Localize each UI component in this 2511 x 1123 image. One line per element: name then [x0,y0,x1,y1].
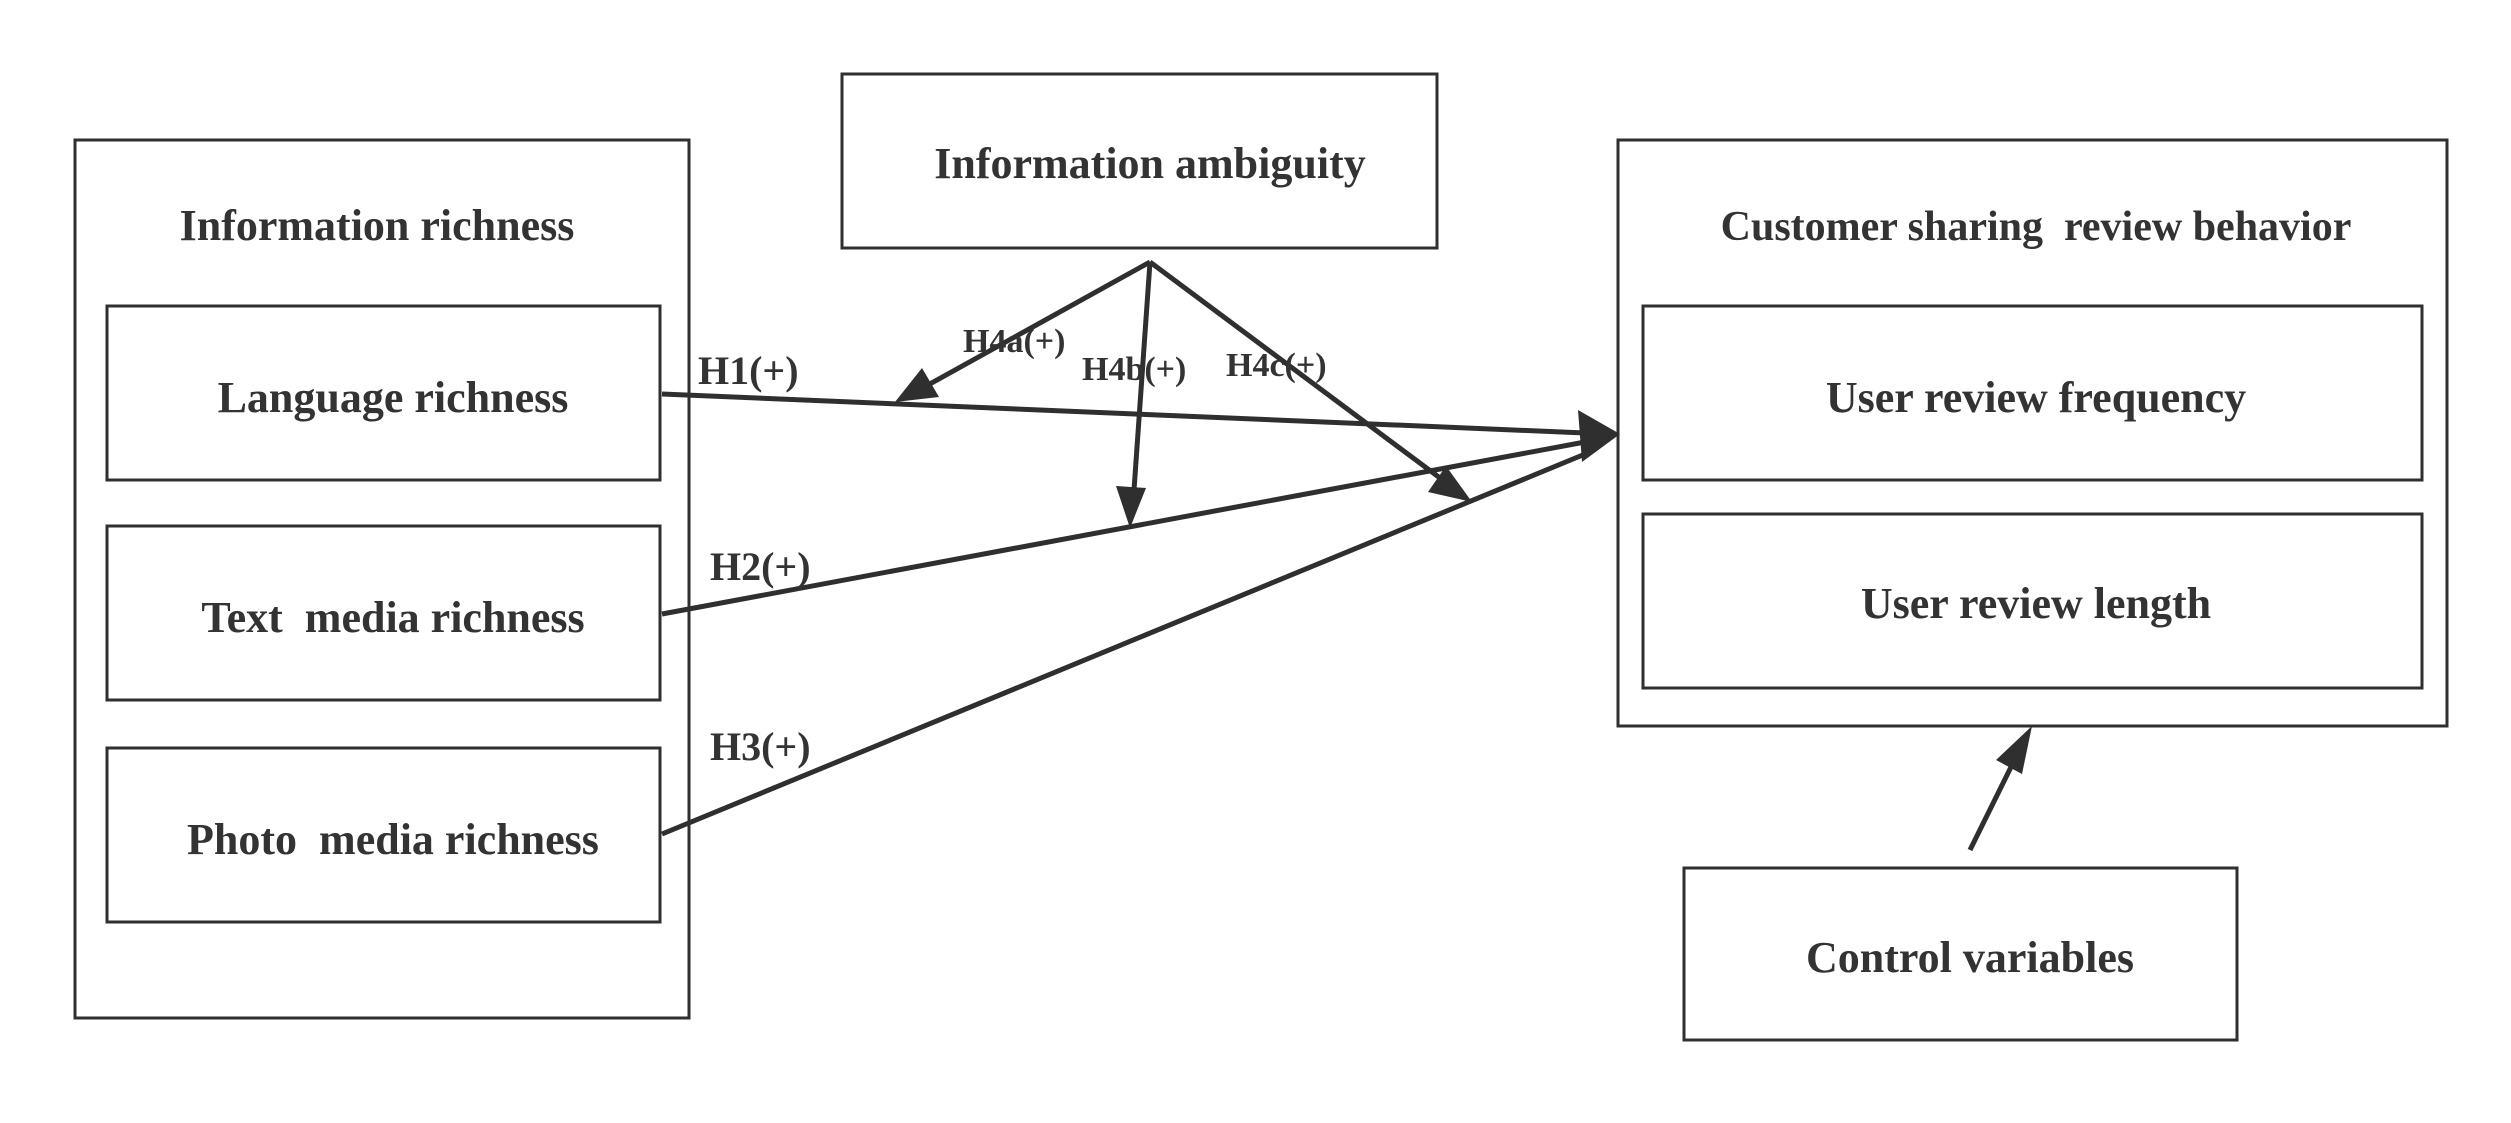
information-ambiguity-title: Information ambiguity [934,139,1365,188]
h4a-arrowhead [895,368,939,402]
information-ambiguity-group: Information ambiguity [840,72,1439,250]
h3-arrow-line [661,449,1591,837]
h4a-label: H4a(+) [963,323,1065,360]
information-richness-title: Information richness [180,201,575,250]
customer-behavior-group: Customer sharing review behavior User re… [1616,138,2449,728]
user-review-frequency-label: User review frequency [1826,373,2246,422]
customer-behavior-title: Customer sharing review behavior [1721,204,2352,250]
control-arrowhead [1996,726,2032,774]
user-review-length-box [1641,512,2424,690]
text-media-richness-box [105,524,662,702]
hypothesis-labels: H1(+) H2(+) H3(+) H4a(+) H4b(+) H4c(+) [698,323,1327,769]
control-variables-group: Control variables [1682,866,2239,1042]
photo-media-richness-box [105,746,662,924]
control-variables-label: Control variables [1806,933,2134,982]
control-arrow-line [1967,763,2015,852]
language-richness-label: Language richness [218,373,569,422]
language-richness-box [105,304,662,482]
control-variables-box [1682,866,2239,1042]
hypothesis-arrows [661,259,2032,852]
h3-label: H3(+) [710,724,811,769]
h4c-arrowhead [1428,466,1472,502]
h4b-label: H4b(+) [1082,351,1186,388]
information-ambiguity-box [840,72,1439,250]
h4c-label: H4c(+) [1226,347,1327,384]
user-review-length-label: User review length [1861,579,2211,628]
text-media-richness-label: Text media richness [201,593,584,642]
h4b-moderator-line [1131,261,1153,491]
user-review-frequency-box [1641,304,2424,482]
photo-media-richness-label: Photo media richness [187,815,599,864]
arrowhead-to-behavior [1578,410,1620,462]
h1-label: H1(+) [698,348,799,393]
h1-arrow-line [661,391,1586,436]
h2-label: H2(+) [710,544,811,589]
h4a-moderator-line [926,259,1152,388]
h4b-arrowhead [1116,486,1146,528]
information-richness-group: Information richness Language richness T… [73,138,691,1020]
h4c-moderator-line [1148,259,1442,481]
